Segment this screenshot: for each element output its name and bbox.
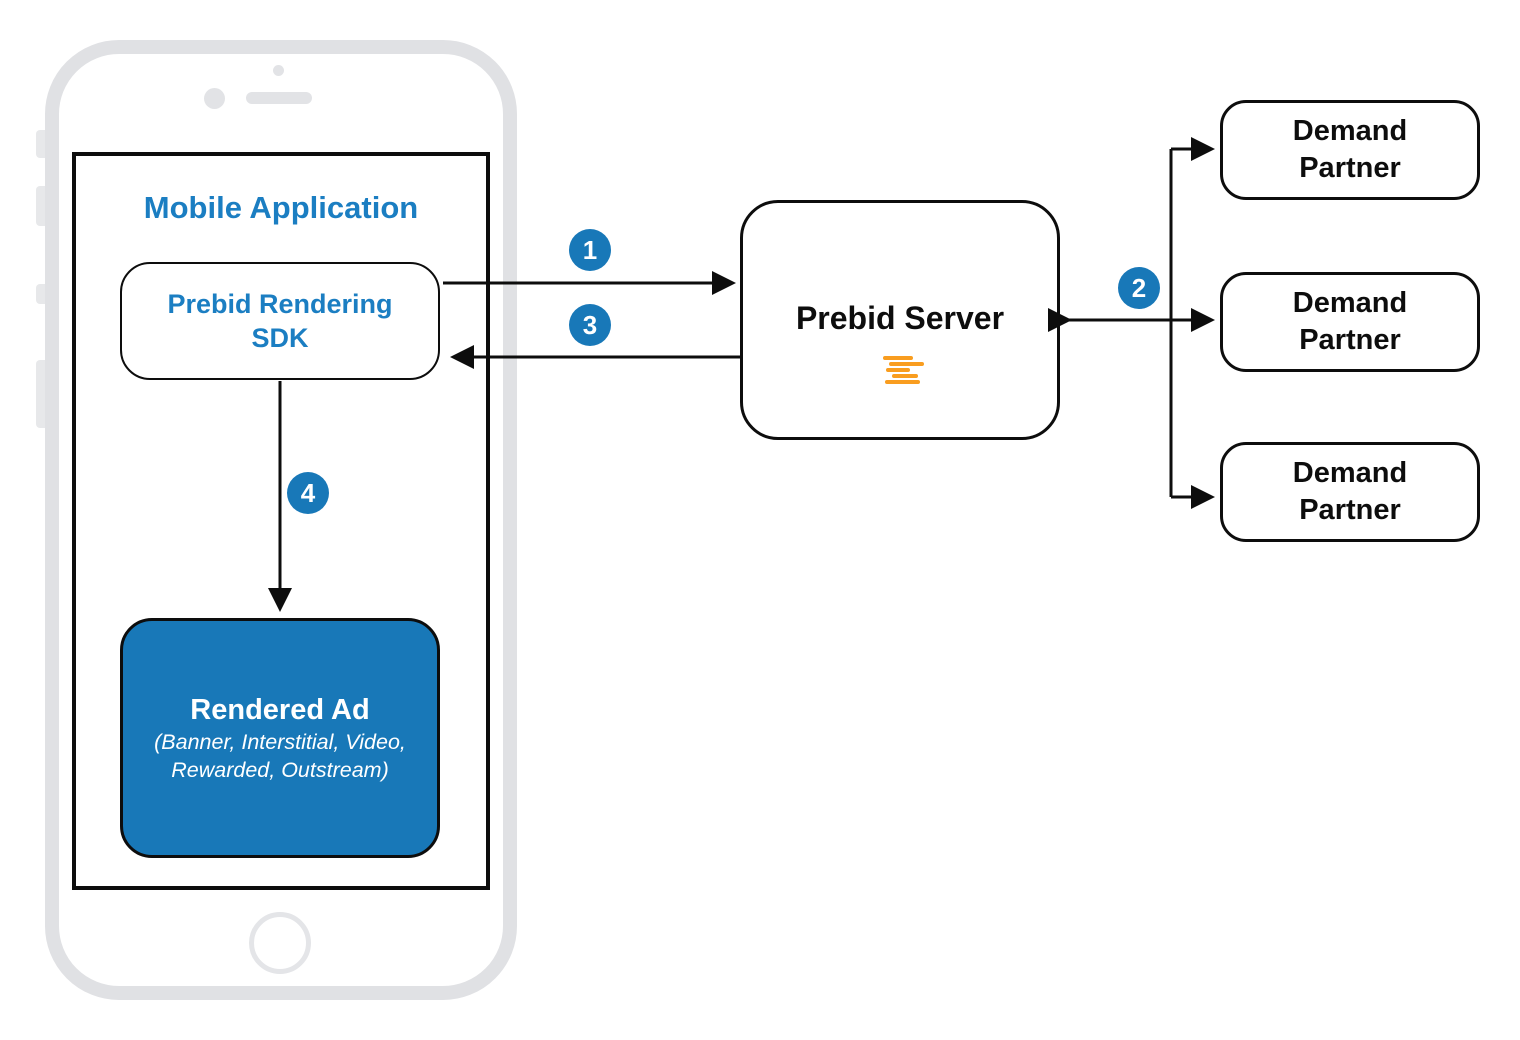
speaker-bar-icon — [246, 92, 312, 104]
rendered-ad-subtitle-line1: (Banner, Interstitial, Video, — [154, 730, 406, 754]
demand-partner-label-line2: Partner — [1299, 152, 1401, 184]
rendered-ad-title: Rendered Ad — [190, 694, 370, 726]
step-badge-4: 4 — [287, 472, 329, 514]
demand-partner-label-line1: Demand — [1292, 457, 1408, 489]
rendered-ad-node: Rendered Ad (Banner, Interstitial, Video… — [120, 618, 440, 858]
demand-partner-node-3: Demand Partner — [1220, 442, 1480, 542]
demand-partner-label-line1: Demand — [1292, 115, 1408, 147]
prebid-logo-icon — [881, 355, 927, 385]
rendered-ad-subtitle-line2: Rewarded, Outstream) — [171, 758, 389, 782]
step-badge-1: 1 — [569, 229, 611, 271]
demand-partner-node-2: Demand Partner — [1220, 272, 1480, 372]
camera-dot-icon — [273, 65, 284, 76]
sdk-label-line2: SDK — [251, 323, 309, 353]
prebid-server-label: Prebid Server — [795, 300, 1005, 336]
prebid-server-node: Prebid Server — [740, 200, 1060, 440]
earpiece-dot-icon — [204, 88, 225, 109]
step-badge-3: 3 — [569, 304, 611, 346]
prebid-rendering-sdk-node: Prebid Rendering SDK — [120, 262, 440, 380]
step-badge-2: 2 — [1118, 267, 1160, 309]
mobile-application-title: Mobile Application — [143, 190, 419, 225]
home-button-icon — [249, 912, 311, 974]
demand-partner-label-line2: Partner — [1299, 324, 1401, 356]
demand-partner-label-line1: Demand — [1292, 287, 1408, 319]
sdk-label-line1: Prebid Rendering — [167, 289, 393, 319]
demand-partner-label-line2: Partner — [1299, 494, 1401, 526]
demand-partner-node-1: Demand Partner — [1220, 100, 1480, 200]
